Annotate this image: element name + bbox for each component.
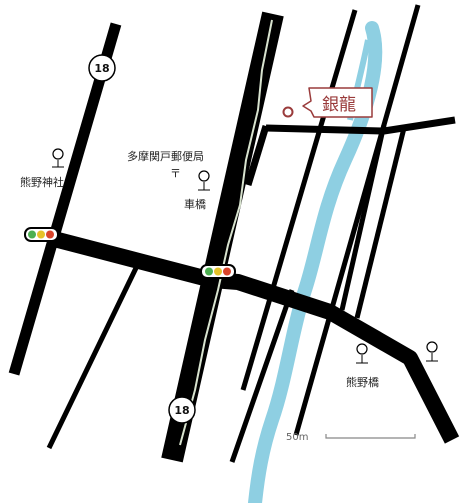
traffic-signal-center — [200, 264, 236, 279]
shop-callout-balloon — [302, 87, 373, 118]
shop-name-label: 銀龍 — [322, 95, 356, 115]
route-marker-north: 18 — [88, 54, 116, 82]
post-office-mark-icon: 〒 — [170, 167, 181, 180]
scale-bar: 50m — [286, 432, 416, 443]
svg-text:18: 18 — [94, 62, 109, 75]
svg-text:18: 18 — [174, 404, 189, 417]
kuruma-bridge-label: 車橋 — [184, 197, 206, 211]
scale-label: 50m — [286, 432, 308, 443]
thin-roads — [46, 4, 456, 463]
railway-centerline — [179, 19, 273, 446]
kumano-bridge-pin-icon — [356, 343, 368, 364]
kumano-shrine-label: 熊野神社 — [20, 175, 64, 189]
kumano-shrine-pin-icon — [52, 148, 64, 168]
kumano-bridge-label: 熊野橋 — [346, 375, 379, 389]
route-marker-south: 18 — [168, 396, 196, 424]
traffic-signal-west — [24, 227, 59, 242]
kuruma-bridge-pin-icon — [198, 170, 210, 191]
main-roads — [8, 11, 460, 463]
east-pin-icon — [426, 341, 438, 362]
post-office-label: 多摩関戸郵便局 — [127, 149, 204, 163]
shop-marker: 銀龍 — [282, 87, 373, 118]
